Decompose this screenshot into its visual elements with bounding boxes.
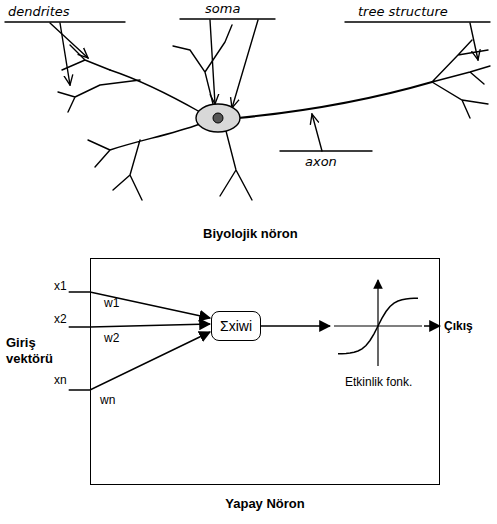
weight-label: w2 xyxy=(104,330,119,346)
output-label: Çıkış xyxy=(444,318,473,334)
box-text: Σxiwi xyxy=(220,318,252,334)
weight-label: w1 xyxy=(104,295,119,311)
input-label: x1 xyxy=(54,278,67,294)
caption: Biyolojik nöron xyxy=(203,226,298,242)
activation-curve xyxy=(338,298,418,354)
input-label: xn xyxy=(54,372,67,388)
part-label: soma xyxy=(205,1,240,17)
part-label: tree structure xyxy=(358,4,448,20)
part-label: dendrites xyxy=(8,4,70,20)
part-label: axon xyxy=(305,154,337,170)
input-vector-label: Giriş vektörü xyxy=(6,335,68,367)
function-label: Etkinlik fonk. xyxy=(345,374,412,390)
input-label: x2 xyxy=(54,311,67,327)
summation-box: Σxiwi xyxy=(211,311,261,341)
graph-axis xyxy=(377,280,378,366)
weight-label: wn xyxy=(100,392,115,408)
output-arrow xyxy=(424,325,440,327)
box-caption: Yapay Nöron xyxy=(91,496,439,511)
neuron-box: Yapay NöronΣxiwi xyxy=(90,258,440,485)
signal-arrow xyxy=(261,325,330,327)
